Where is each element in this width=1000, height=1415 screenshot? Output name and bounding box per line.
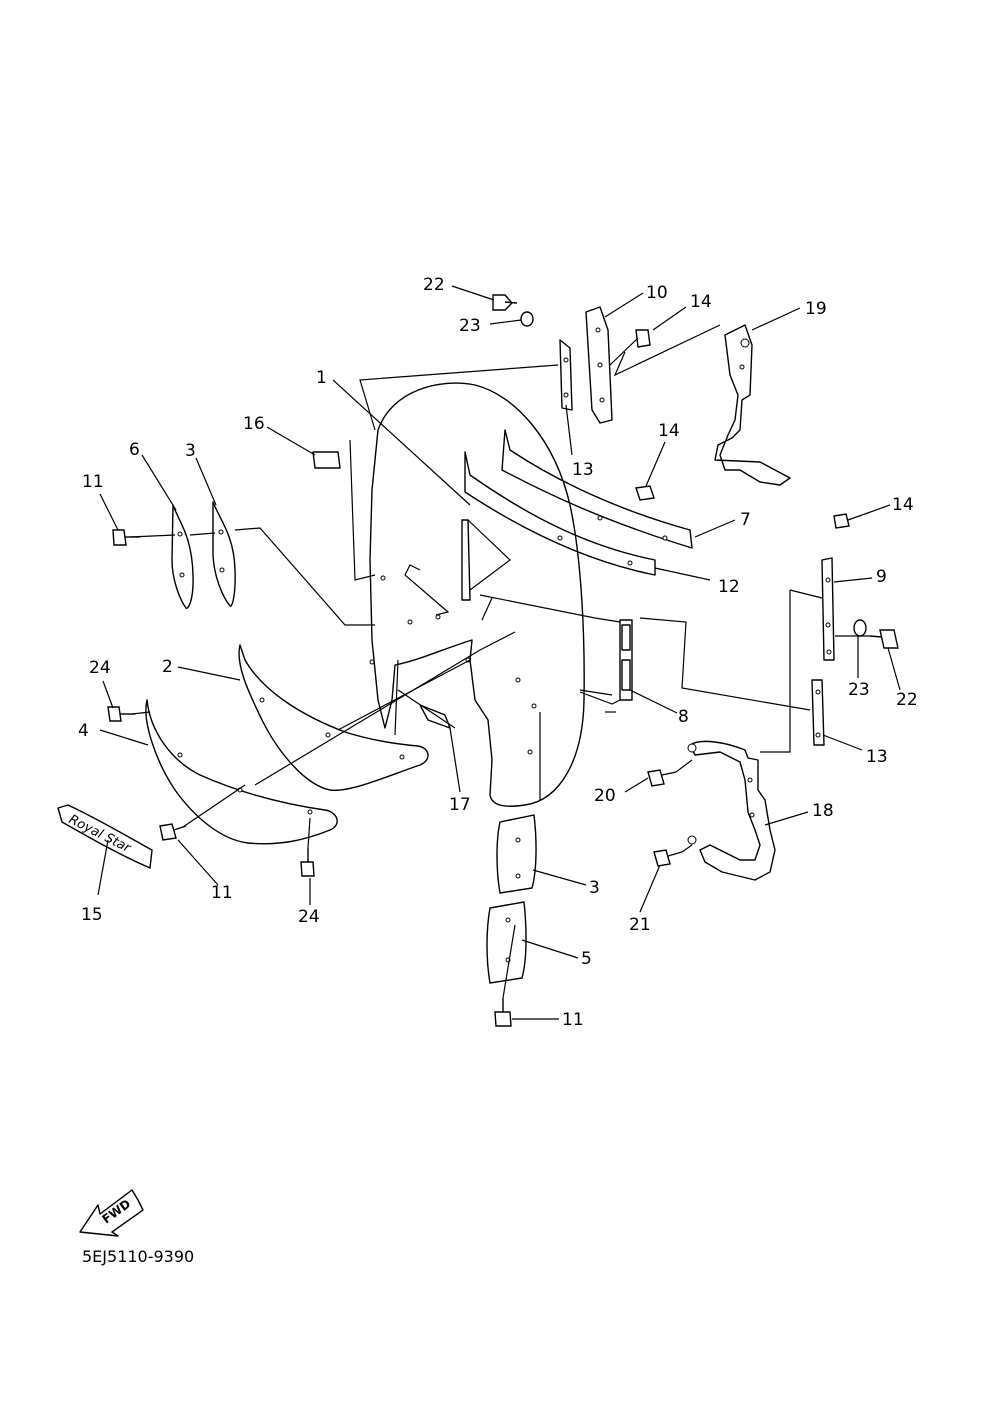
callout-11-bottom: 11 — [562, 1010, 584, 1030]
fwd-arrow-icon: FWD — [79, 1189, 144, 1237]
nut-14-top — [635, 329, 651, 348]
rubber-3-bottom — [496, 814, 537, 894]
bracket-17 — [419, 704, 451, 729]
callout-22-top: 22 — [423, 275, 445, 295]
bolt-20 — [647, 769, 677, 787]
callout-15: 15 — [81, 905, 103, 925]
nut-14-right — [833, 513, 850, 529]
callout-17: 17 — [449, 795, 471, 815]
callout-8: 8 — [678, 707, 689, 727]
callout-6: 6 — [129, 440, 140, 460]
plate-5 — [486, 901, 527, 984]
bolt-11-mid — [159, 823, 187, 841]
washer-23-top — [520, 311, 534, 327]
callout-3-bottom: 3 — [589, 878, 600, 898]
bolt-24-bottom — [300, 848, 315, 877]
bolt-11-left — [112, 529, 140, 546]
callout-10: 10 — [646, 283, 668, 303]
callout-14-top: 14 — [690, 292, 712, 312]
washer-23-right — [853, 619, 867, 637]
callout-11-left: 11 — [82, 472, 104, 492]
callout-4: 4 — [78, 721, 89, 741]
damper-8 — [621, 624, 631, 691]
bracket-10 — [585, 306, 613, 424]
callout-20: 20 — [594, 786, 616, 806]
inner-bracket-right — [619, 619, 633, 701]
bolt-22-top — [492, 294, 518, 311]
callout-7: 7 — [740, 510, 751, 530]
callout-16: 16 — [243, 414, 265, 434]
bracket-19 — [714, 324, 791, 486]
callout-labels: 22 23 10 14 19 1 16 14 13 6 3 11 7 12 14… — [78, 275, 918, 1030]
callout-24-bottom: 24 — [298, 907, 320, 927]
bolt-22-right — [869, 629, 899, 649]
callout-19: 19 — [805, 299, 827, 319]
rubber-3-left — [212, 501, 236, 607]
bolt-24-left — [107, 706, 135, 722]
windshield — [369, 382, 585, 807]
callout-21: 21 — [629, 915, 651, 935]
callout-5: 5 — [581, 949, 592, 969]
bracket-18 — [687, 740, 776, 881]
callout-24-left: 24 — [89, 658, 111, 678]
windshield-trim-12 — [464, 451, 656, 576]
callout-14-right: 14 — [892, 495, 914, 515]
windshield-trim-7 — [501, 429, 693, 549]
nut-14-mid — [635, 485, 655, 501]
callout-1: 1 — [316, 368, 327, 388]
callout-3-left: 3 — [185, 441, 196, 461]
callout-22-right: 22 — [896, 690, 918, 710]
bolt-21 — [653, 849, 683, 867]
callout-13-top: 13 — [572, 460, 594, 480]
callout-23-right: 23 — [848, 680, 870, 700]
label-16 — [312, 451, 341, 469]
bracket-9 — [821, 557, 835, 661]
callout-leaders — [97, 285, 901, 1020]
stay-13-right — [811, 679, 825, 746]
callout-18: 18 — [812, 801, 834, 821]
callout-11-mid: 11 — [211, 883, 233, 903]
lower-cowl-4 — [145, 699, 338, 845]
inner-bracket-left — [461, 519, 471, 601]
callout-13-right: 13 — [866, 747, 888, 767]
callout-12: 12 — [718, 577, 740, 597]
lower-cowl-2 — [238, 644, 429, 791]
callout-23-top: 23 — [459, 316, 481, 336]
callout-9: 9 — [876, 567, 887, 587]
bolt-11-bottom — [494, 998, 512, 1027]
assembly-lines — [129, 324, 870, 999]
callout-2: 2 — [162, 657, 173, 677]
plate-6 — [171, 504, 194, 609]
stay-13-top — [559, 339, 573, 411]
drawing-code: 5EJ5110-9390 — [82, 1247, 194, 1266]
callout-14-mid: 14 — [658, 421, 680, 441]
